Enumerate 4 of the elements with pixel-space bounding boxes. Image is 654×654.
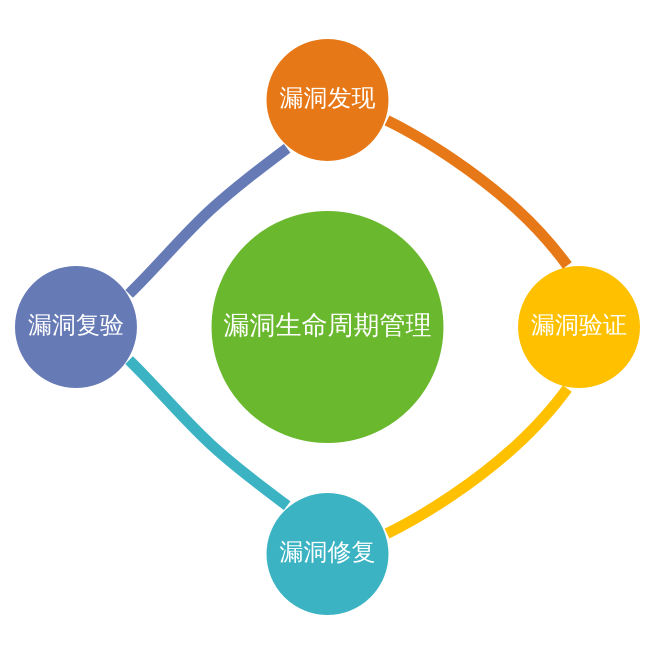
connector bbox=[384, 385, 572, 538]
connector bbox=[124, 356, 290, 510]
connector bbox=[124, 144, 290, 298]
connector bbox=[384, 116, 572, 269]
